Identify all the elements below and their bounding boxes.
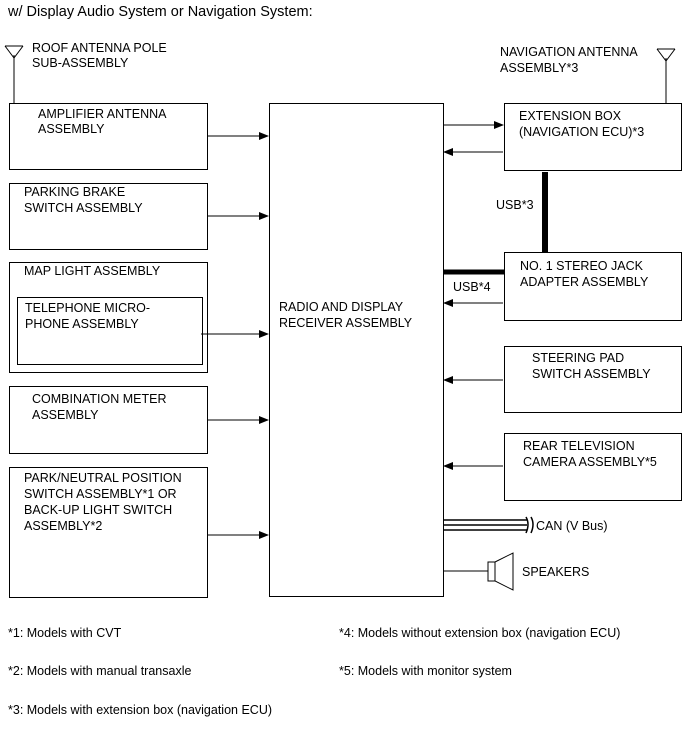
combination-meter-label-1: COMBINATION METER [32, 392, 167, 406]
steering-pad-label-1: STEERING PAD [532, 351, 625, 365]
park-neutral-label-2: SWITCH ASSEMBLY*1 OR [24, 487, 177, 501]
steering-pad-label-2: SWITCH ASSEMBLY [532, 367, 651, 381]
rear-camera-label-2: CAMERA ASSEMBLY*5 [523, 455, 657, 469]
park-neutral-box: PARK/NEUTRAL POSITION SWITCH ASSEMBLY*1 … [9, 467, 208, 598]
note-3: *3: Models with extension box (navigatio… [8, 703, 273, 717]
can-label: CAN (V Bus) [536, 519, 608, 533]
rear-camera-label-1: REAR TELEVISION [523, 439, 635, 453]
radio-receiver-label-1: RADIO AND DISPLAY [279, 300, 404, 314]
stereo-jack-label-2: ADAPTER ASSEMBLY [520, 275, 649, 289]
diagram-header: w/ Display Audio System or Navigation Sy… [8, 4, 313, 20]
steering-pad-box: STEERING PAD SWITCH ASSEMBLY [504, 346, 682, 413]
left-input-arrows [201, 132, 269, 539]
microphone-box: TELEPHONE MICRO- PHONE ASSEMBLY [17, 297, 203, 365]
extension-box-label-2: (NAVIGATION ECU)*3 [519, 125, 645, 139]
roof-antenna-icon [4, 45, 24, 104]
can-bus-lines [443, 516, 534, 534]
amplifier-antenna-box: AMPLIFIER ANTENNA ASSEMBLY [9, 103, 208, 170]
stereo-jack-label-1: NO. 1 STEREO JACK [520, 259, 643, 273]
amplifier-label-2: ASSEMBLY [38, 122, 105, 136]
note-1: *1: Models with CVT [8, 626, 122, 640]
parking-brake-label-2: SWITCH ASSEMBLY [24, 201, 143, 215]
speaker-icon [487, 552, 514, 591]
navigation-antenna-icon [656, 48, 676, 104]
combination-meter-box: COMBINATION METER ASSEMBLY [9, 386, 208, 454]
combination-meter-label-2: ASSEMBLY [32, 408, 99, 422]
microphone-label-2: PHONE ASSEMBLY [25, 317, 139, 331]
parking-brake-label-1: PARKING BRAKE [24, 185, 126, 199]
park-neutral-label-4: ASSEMBLY*2 [24, 519, 103, 533]
stereo-jack-box: NO. 1 STEREO JACK ADAPTER ASSEMBLY [504, 252, 682, 321]
roof-antenna-label-2: SUB-ASSEMBLY [32, 56, 129, 70]
amplifier-label-1: AMPLIFIER ANTENNA [38, 107, 167, 121]
rear-camera-box: REAR TELEVISION CAMERA ASSEMBLY*5 [504, 433, 682, 501]
park-neutral-label-1: PARK/NEUTRAL POSITION [24, 471, 182, 485]
radio-receiver-label-2: RECEIVER ASSEMBLY [279, 316, 413, 330]
park-neutral-label-3: BACK-UP LIGHT SWITCH [24, 503, 173, 517]
right-arrows [443, 121, 504, 470]
nav-antenna-label-1: NAVIGATION ANTENNA [500, 45, 638, 59]
usb3-label: USB*3 [496, 198, 534, 212]
nav-antenna-label-2: ASSEMBLY*3 [500, 61, 579, 75]
speakers-label: SPEAKERS [522, 565, 590, 579]
map-light-box: MAP LIGHT ASSEMBLY TELEPHONE MICRO- PHON… [9, 262, 208, 373]
radio-receiver-box: RADIO AND DISPLAY RECEIVER ASSEMBLY [269, 103, 444, 597]
note-4: *4: Models without extension box (naviga… [339, 626, 621, 640]
usb4-label: USB*4 [453, 280, 491, 294]
parking-brake-box: PARKING BRAKE SWITCH ASSEMBLY [9, 183, 208, 250]
microphone-label-1: TELEPHONE MICRO- [25, 301, 151, 315]
roof-antenna-label-1: ROOF ANTENNA POLE [32, 41, 167, 55]
map-light-label: MAP LIGHT ASSEMBLY [24, 264, 161, 278]
extension-box-label-1: EXTENSION BOX [519, 109, 622, 123]
note-2: *2: Models with manual transaxle [8, 664, 192, 678]
extension-box: EXTENSION BOX (NAVIGATION ECU)*3 [504, 103, 682, 171]
note-5: *5: Models with monitor system [339, 664, 512, 678]
